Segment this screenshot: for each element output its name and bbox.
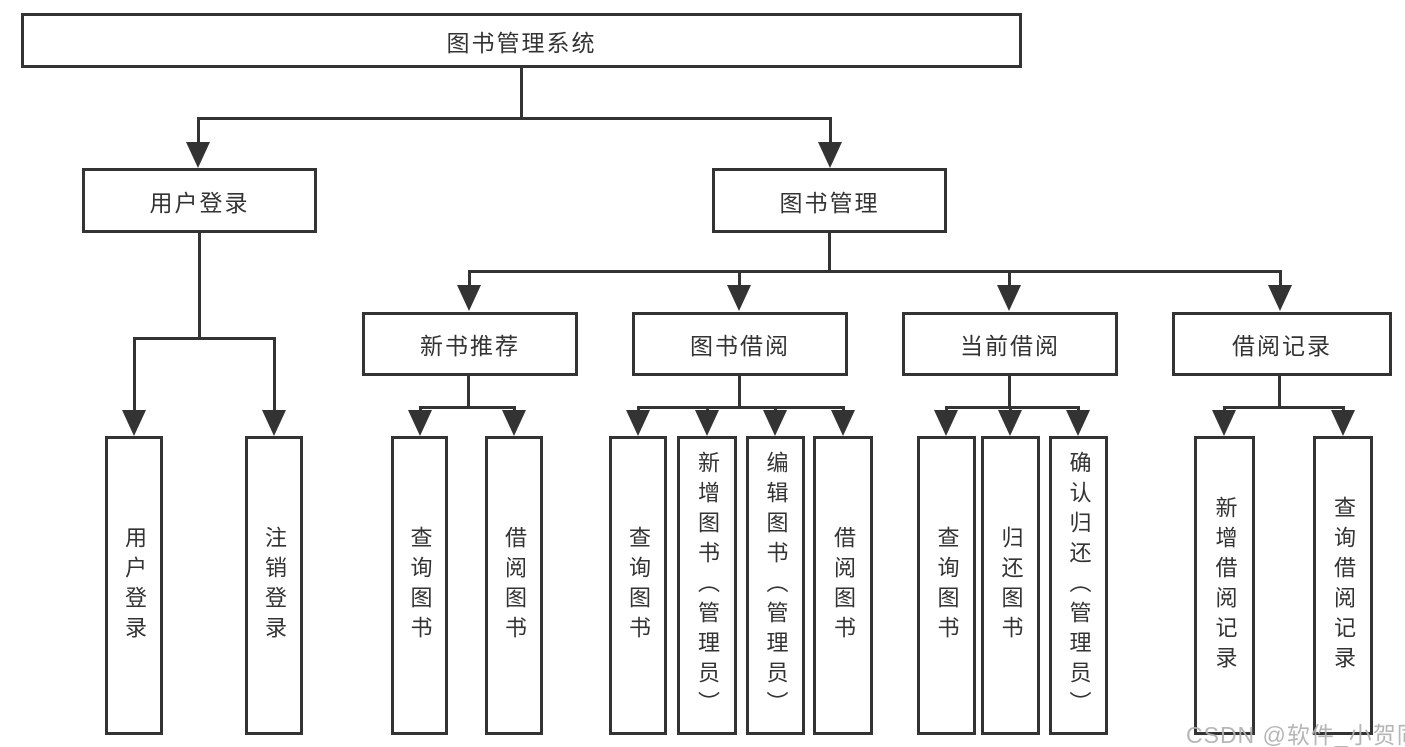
connector-stem bbox=[637, 406, 640, 412]
connector-stem bbox=[133, 337, 136, 412]
leaf-logout: 注销登录 bbox=[245, 436, 303, 735]
arrow-down-icon bbox=[626, 410, 650, 436]
node-current-borrow: 当前借阅 bbox=[902, 312, 1118, 376]
connector-login-rail bbox=[133, 337, 275, 340]
leaf-edit-books-admin: 编辑图书（管理员） bbox=[746, 436, 805, 735]
leaf-user-login: 用户登录 bbox=[105, 436, 163, 735]
connector-level3-rail bbox=[468, 270, 1282, 273]
connector-stem bbox=[842, 406, 845, 412]
arrow-down-icon bbox=[695, 410, 719, 436]
connector-stem bbox=[1342, 406, 1345, 412]
connector-stem bbox=[706, 406, 709, 412]
arrow-down-icon bbox=[934, 410, 958, 436]
connector-section-stem bbox=[467, 376, 470, 409]
connector-stem bbox=[468, 270, 471, 287]
arrow-down-icon bbox=[457, 285, 481, 311]
node-borrow-records: 借阅记录 bbox=[1172, 312, 1392, 376]
leaf-add-borrow-record: 新增借阅记录 bbox=[1194, 436, 1255, 735]
connector-stem bbox=[1008, 270, 1011, 287]
leaf-query-books-current: 查询图书 bbox=[917, 436, 976, 735]
connector-section-stem bbox=[1008, 376, 1011, 409]
node-new-book-recommend: 新书推荐 bbox=[362, 312, 578, 376]
node-book-mgmt: 图书管理 bbox=[712, 168, 947, 233]
leaf-add-books-admin: 新增图书（管理员） bbox=[677, 436, 737, 735]
connector-stem bbox=[829, 117, 832, 144]
connector-stem bbox=[419, 406, 422, 412]
node-root: 图书管理系统 bbox=[21, 13, 1022, 68]
arrow-down-icon bbox=[763, 410, 787, 436]
connector-stem bbox=[513, 406, 516, 412]
arrow-down-icon bbox=[502, 410, 526, 436]
connector-section-rail bbox=[1223, 406, 1345, 409]
arrow-down-icon bbox=[818, 142, 842, 168]
connector-section-rail bbox=[945, 406, 1080, 409]
leaf-borrow-books-recommend: 借阅图书 bbox=[485, 436, 543, 735]
leaf-query-borrow-record: 查询借阅记录 bbox=[1313, 436, 1373, 735]
connector-login-stem bbox=[198, 233, 201, 340]
arrow-down-icon bbox=[122, 410, 146, 436]
watermark: CSDN @软件_小贺同学 bbox=[1186, 722, 1405, 747]
leaf-confirm-return-admin: 确认归还（管理员） bbox=[1049, 436, 1108, 735]
arrow-down-icon bbox=[998, 410, 1022, 436]
node-book-borrow: 图书借阅 bbox=[632, 312, 848, 376]
connector-stem bbox=[1279, 270, 1282, 287]
arrow-down-icon bbox=[262, 410, 286, 436]
arrow-down-icon bbox=[1331, 410, 1355, 436]
leaf-query-books-recommend: 查询图书 bbox=[391, 436, 448, 735]
connector-stem bbox=[738, 270, 741, 287]
leaf-borrow-books: 借阅图书 bbox=[813, 436, 873, 735]
node-user-login: 用户登录 bbox=[82, 168, 317, 233]
connector-stem bbox=[774, 406, 777, 412]
connector-mgmt-stem bbox=[828, 233, 831, 273]
connector-stem bbox=[1223, 406, 1226, 412]
arrow-down-icon bbox=[1212, 410, 1236, 436]
connector-section-stem bbox=[738, 376, 741, 409]
arrow-down-icon bbox=[186, 142, 210, 168]
arrow-down-icon bbox=[1268, 285, 1292, 311]
connector-section-rail bbox=[637, 406, 845, 409]
connector-section-stem bbox=[1278, 376, 1281, 409]
arrow-down-icon bbox=[997, 285, 1021, 311]
connector-stem bbox=[945, 406, 948, 412]
connector-section-rail bbox=[419, 406, 516, 409]
connector-stem bbox=[197, 117, 200, 144]
connector-root-stem bbox=[520, 68, 523, 120]
connector-level2-rail bbox=[197, 117, 832, 120]
arrow-down-icon bbox=[727, 285, 751, 311]
connector-stem bbox=[273, 337, 276, 412]
arrow-down-icon bbox=[408, 410, 432, 436]
connector-stem bbox=[1077, 406, 1080, 412]
connector-stem bbox=[1009, 406, 1012, 412]
leaf-query-books-borrow: 查询图书 bbox=[609, 436, 667, 735]
arrow-down-icon bbox=[831, 410, 855, 436]
arrow-down-icon bbox=[1066, 410, 1090, 436]
leaf-return-books: 归还图书 bbox=[981, 436, 1040, 735]
